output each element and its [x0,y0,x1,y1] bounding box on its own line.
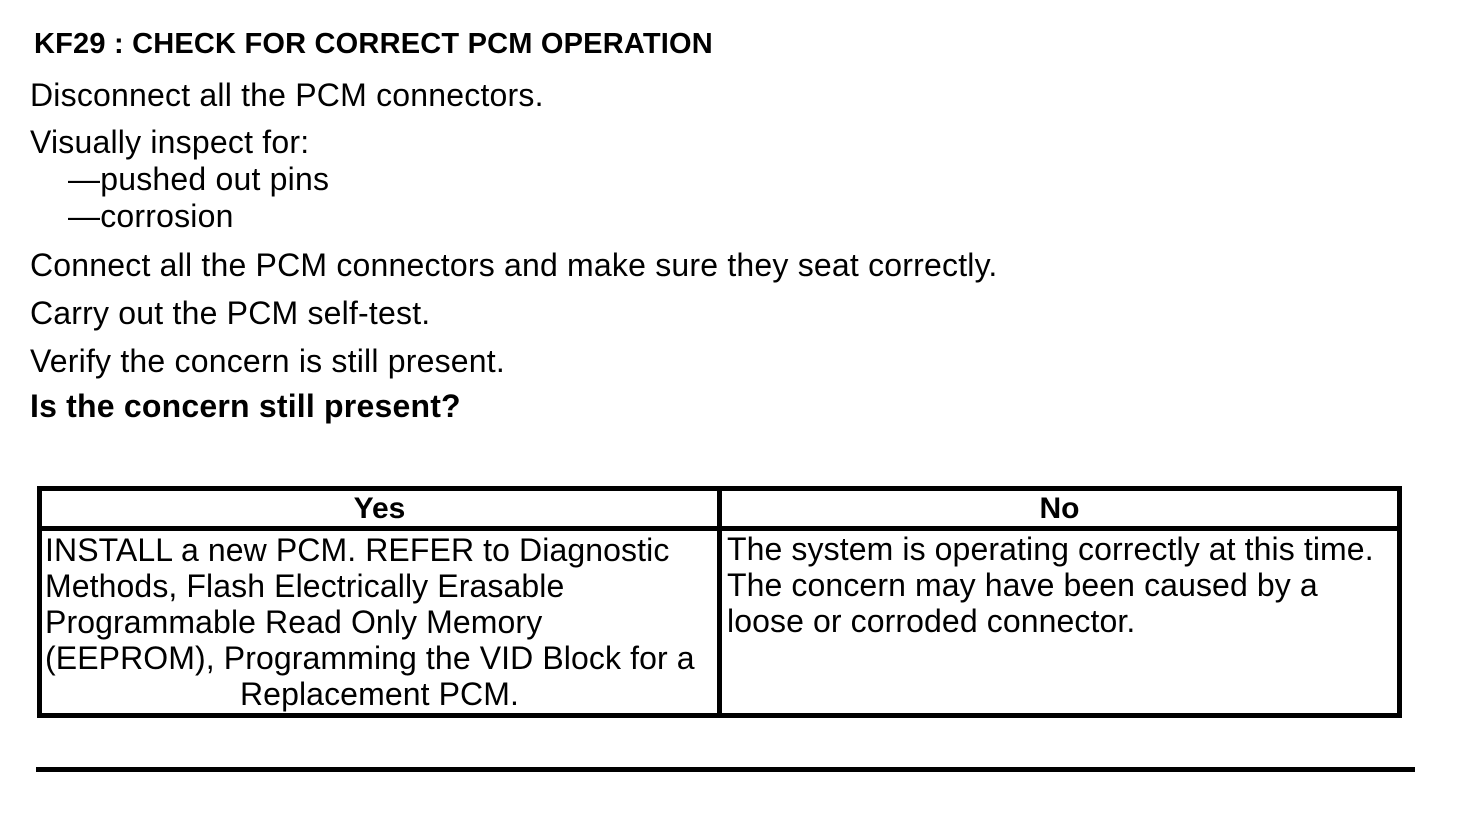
decision-table-body-row: INSTALL a new PCM. REFER to Diagnostic M… [37,526,1402,718]
yes-action-line: Methods, Flash Electrically Erasable [45,568,565,604]
step-disconnect: Disconnect all the PCM connectors. [30,77,544,113]
step-self-test: Carry out the PCM self-test. [30,295,431,331]
inspect-item-pushed-out-pins: —pushed out pins [68,161,330,197]
yes-action-line: (EEPROM), Programming the VID Block for … [45,640,695,676]
no-column-header: No [717,486,1402,531]
inspect-item-corrosion: —corrosion [68,198,234,234]
yes-action-text: INSTALL a new PCM. REFER to Diagnostic M… [42,531,717,712]
inspect-list: —pushed out pins —corrosion [68,161,1472,235]
procedure-heading: KF29 : CHECK FOR CORRECT PCM OPERATION [34,28,713,60]
no-action-text: The system is operating correctly at thi… [722,531,1397,639]
decision-table-header-row: Yes No [37,486,1402,531]
no-action-line: The concern may have been caused by a [727,567,1318,603]
step-inspect-intro: Visually inspect for: [30,124,310,160]
step-verify: Verify the concern is still present. [30,343,505,379]
yes-action-line: Replacement PCM. [239,676,520,712]
decision-question: Is the concern still present? [30,388,461,424]
yes-column-header: Yes [37,486,722,531]
no-action-line: loose or corroded connector. [727,603,1136,639]
decision-table: Yes No INSTALL a new PCM. REFER to Diagn… [37,486,1402,718]
yes-action-line: Programmable Read Only Memory [45,604,543,640]
yes-action-line: INSTALL a new PCM. REFER to Diagnostic [45,532,670,568]
no-action-line: The system is operating correctly at thi… [727,531,1374,567]
horizontal-rule [36,767,1415,772]
step-connect: Connect all the PCM connectors and make … [30,247,998,283]
no-action-cell: The system is operating correctly at thi… [717,526,1402,718]
yes-action-cell: INSTALL a new PCM. REFER to Diagnostic M… [37,526,722,718]
